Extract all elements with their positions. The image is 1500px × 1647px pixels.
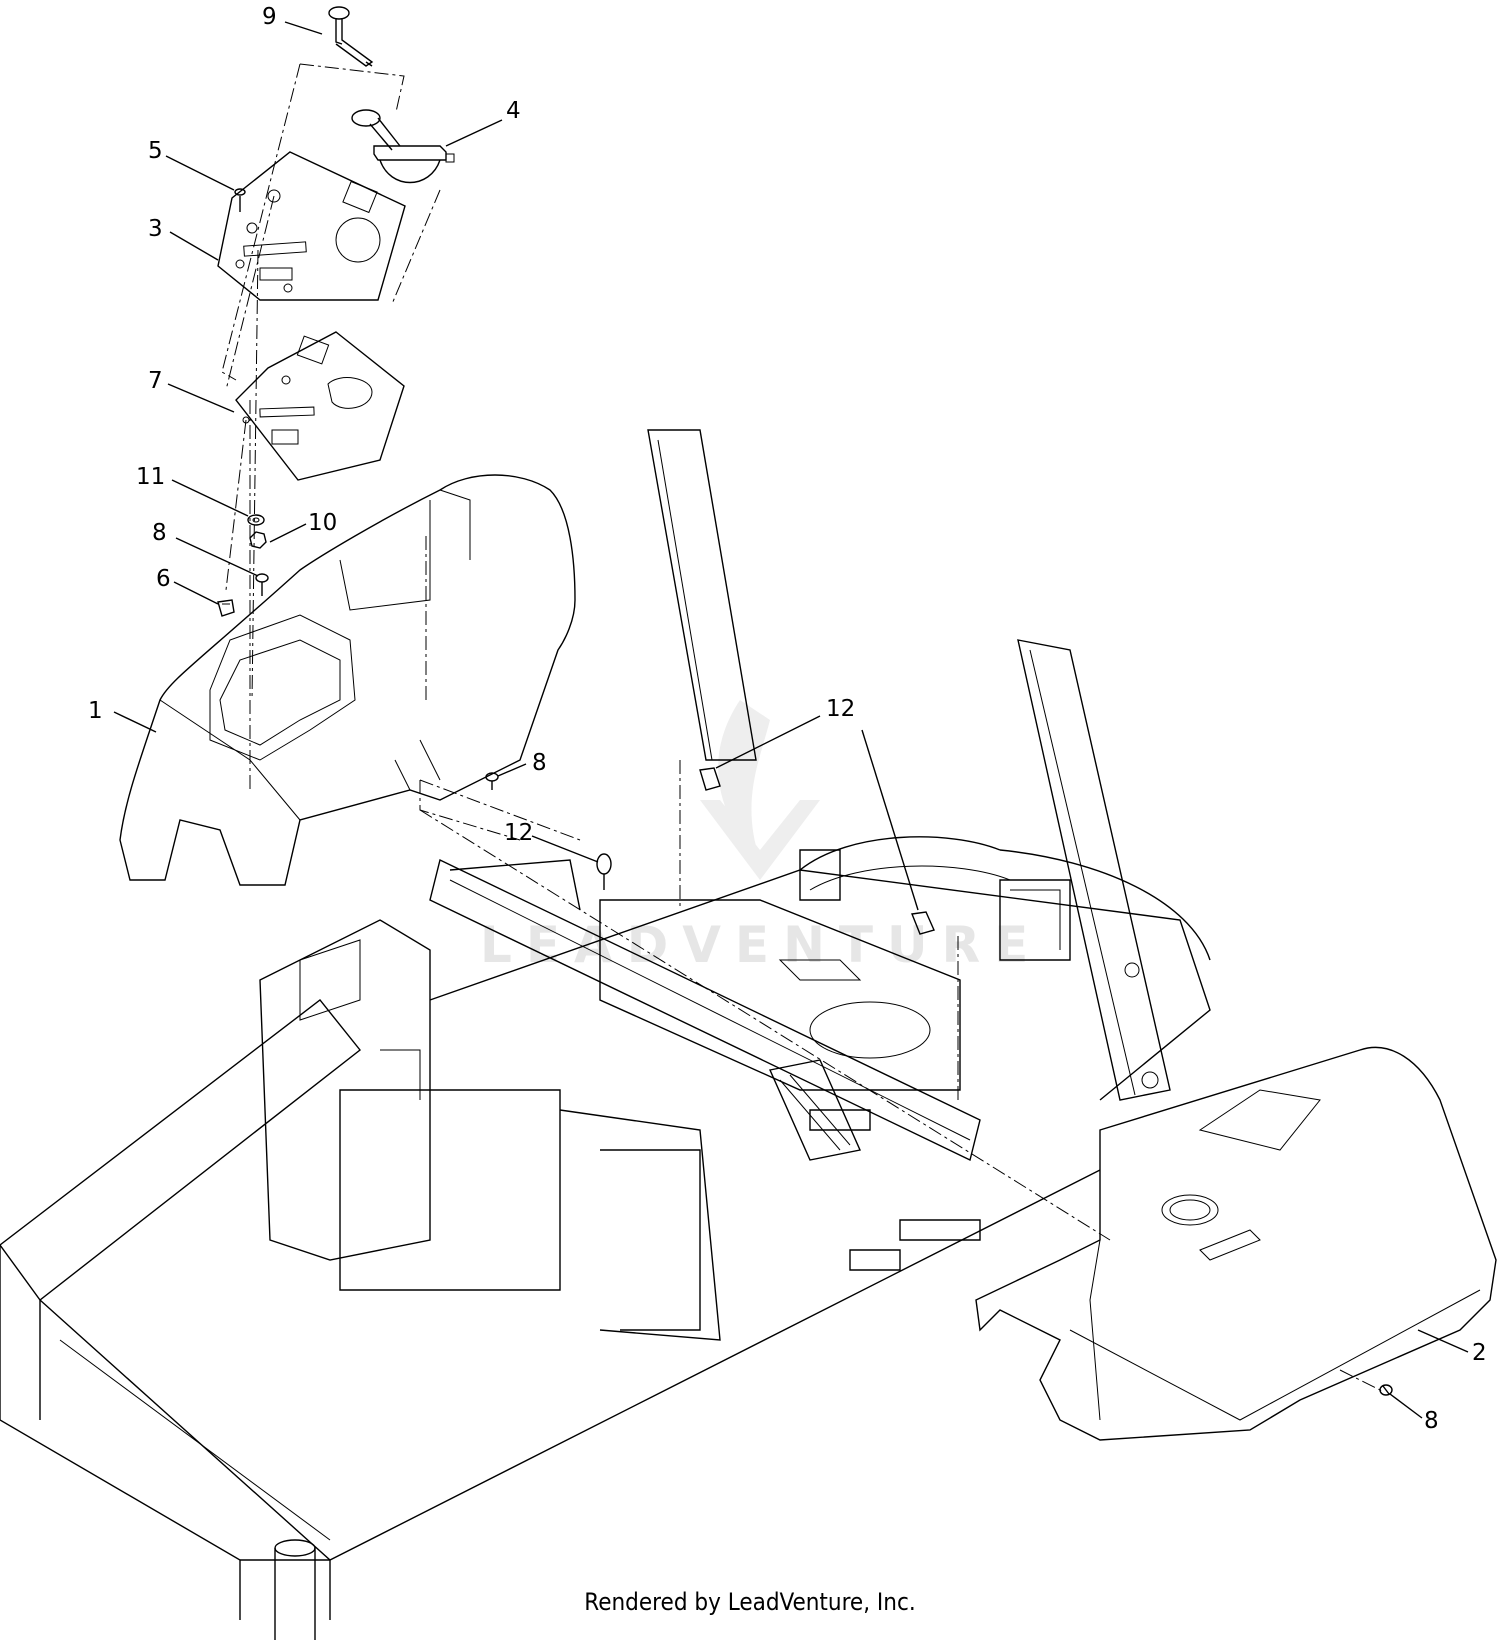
part-3-decal-plate (217, 151, 406, 301)
part-10-nut (249, 531, 267, 549)
callout-11: 11 (136, 464, 165, 490)
part-4-shift-assembly (351, 109, 455, 184)
callout-4: 4 (506, 98, 521, 124)
callout-5: 5 (148, 138, 163, 164)
leader-lines (113, 21, 1469, 1419)
callout-8-middle: 8 (532, 750, 547, 776)
watermark-text: LEADVENTURE (480, 916, 1043, 974)
main-frame (0, 836, 1211, 1640)
callout-8-upper: 8 (152, 520, 167, 546)
right-brackets (799, 849, 1071, 961)
callout-12-lower: 12 (504, 820, 533, 846)
callout-3: 3 (148, 216, 163, 242)
callout-7: 7 (148, 368, 163, 394)
footer-credit: Rendered by LeadVenture, Inc. (584, 1588, 916, 1616)
part-9-lever (328, 6, 374, 67)
part-12-fastener-b (699, 767, 721, 791)
part-6-clip (217, 599, 235, 617)
part-7-gasket-plate (235, 331, 405, 481)
part-8-bolt-upper (255, 573, 269, 596)
part-12-fastener-c (911, 911, 935, 935)
center-controls (769, 1059, 981, 1271)
watermark-logo (700, 700, 820, 880)
callout-1: 1 (88, 698, 103, 724)
frame-uprights (647, 429, 1171, 1101)
assembly-lines (221, 63, 1385, 1393)
callout-10: 10 (308, 510, 337, 536)
part-12-fastener-a (596, 853, 612, 890)
callout-8-lower: 8 (1424, 1408, 1439, 1434)
callout-9: 9 (262, 4, 277, 30)
part-2-right-pod (975, 1046, 1497, 1441)
callout-6: 6 (156, 566, 171, 592)
part-11-washer (247, 514, 265, 526)
frame-plate (429, 858, 981, 1162)
callout-2: 2 (1472, 1340, 1487, 1366)
part-5-screw (234, 188, 246, 212)
callout-12-upper: 12 (826, 696, 855, 722)
callout-labels: 9 4 5 3 7 11 10 8 6 1 8 12 12 2 8 (88, 4, 1487, 1434)
part-8-bolt-middle (485, 772, 499, 790)
part-8-bolt-lower (1379, 1384, 1393, 1396)
left-side-plates (259, 919, 721, 1341)
